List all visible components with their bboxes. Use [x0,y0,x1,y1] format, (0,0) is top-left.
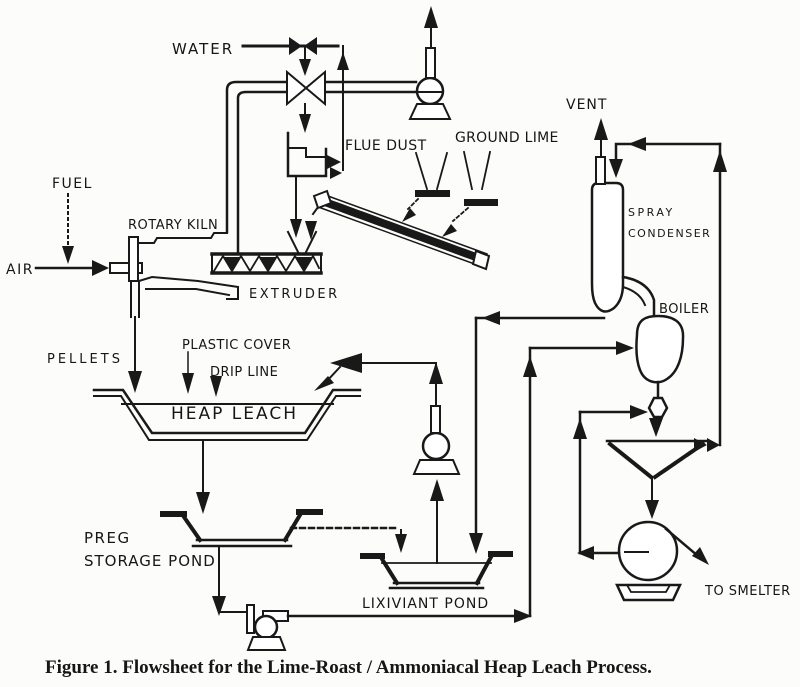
down-right-arrow-icon [692,547,709,565]
smelter-line: TO SMELTER [664,527,791,599]
up-arrow-icon [429,362,443,384]
rotary-kiln-label: ROTARY KILN [128,218,218,233]
up-arrow-icon [430,479,444,501]
right-arrow-icon [327,155,341,169]
plastic-cover-label: PLASTIC COVER [182,338,291,353]
down-left-arrow-icon [442,224,457,237]
water-valve-icon [289,37,317,55]
lixiviant-pond-label: LIXIVIANT POND [362,596,489,612]
hopper-icon [462,150,474,191]
flue-dust-label: FLUE DUST [345,138,427,154]
down-arrow-icon [299,59,311,76]
up-arrow-icon [523,356,537,377]
down-arrow-icon [649,418,663,437]
right-arrow-icon [92,260,109,276]
left-arrow-icon [482,311,500,325]
ground-lime-feed: GROUND LIME [442,130,559,237]
preg-pump-icon [212,545,289,651]
boiler-label: BOILER [659,302,709,317]
water-feed-system: WATER [172,37,349,171]
kiln-end-plate [128,236,139,282]
recycle-line [573,405,648,560]
drip-line-label: DRIP LINE [210,365,278,380]
valve-icon [647,396,669,419]
ground-lime-label: GROUND LIME [455,130,559,146]
up-arrow-icon [424,6,438,28]
spray-condenser-label-line2: CONDENSER [628,227,711,240]
burner-pipe [109,262,143,274]
hopper-icon [414,151,429,191]
figure-caption: Figure 1. Flowsheet for the Lime-Roast /… [45,657,652,678]
stack-blower-icon [408,6,452,120]
conveyor-chain-icon [319,196,490,266]
product-separator [615,520,682,602]
down-arrow-icon [182,373,194,394]
down-arrow-icon [62,246,74,264]
heap-leach-pond: PLASTIC COVER DRIP LINE HEAP LEACH [92,338,362,441]
preg-storage-pond: PREG STORAGE POND [84,509,323,570]
down-arrow-icon [609,159,623,178]
spray-condenser-label-line1: SPRAY [628,206,675,219]
venturi-scrubber-icon [286,69,326,107]
spray-condenser: SPRAY CONDENSER VENT [566,97,711,313]
up-arrow-icon [594,118,608,140]
lixiviant-pond: LIXIVIANT POND [360,551,513,612]
fuel-label: FUEL [52,176,93,192]
water-label: WATER [172,40,234,58]
down-arrow-icon [196,492,210,514]
up-arrow-icon [337,52,349,70]
vent-label: VENT [566,97,607,113]
rotary-kiln: ROTARY KILN [109,218,240,318]
thickener-funnel [605,438,720,519]
down-arrow-icon [469,533,483,554]
right-arrow-icon [630,405,648,419]
left-arrow-icon [577,546,594,560]
air-label: AIR [6,262,34,278]
feed-conveyor [312,189,491,271]
kiln-offgas-duct [225,80,418,255]
to-smelter-label: TO SMELTER [704,584,791,599]
down-arrow-icon [290,219,302,238]
pellets-line: PELLETS [47,316,142,393]
vapor-return-line [609,137,727,447]
down-arrow-icon [128,371,142,393]
up-arrow-icon [573,418,587,439]
air-feed: AIR [6,260,109,278]
scrubber-sump-tank [286,103,342,238]
boiler-vessel: BOILER [621,275,709,437]
up-arrow-icon [713,150,727,172]
lixiviant-pump-icon [412,405,461,564]
preg-to-boiler-line [286,341,634,623]
down-arrow-icon [299,114,311,133]
preg-label-line2: STORAGE POND [84,552,216,570]
down-arrow-icon [212,596,226,616]
right-arrow-icon [330,167,342,179]
down-arrow-icon [395,534,407,553]
left-arrow-icon [330,353,362,373]
heap-drain-line [196,439,210,514]
down-arrow-icon [645,500,659,519]
pellets-label: PELLETS [47,352,123,367]
condensate-line [469,311,606,554]
overflow-line [289,526,407,553]
vent-stack-icon [595,156,606,185]
preg-label-line1: PREG [84,529,131,547]
right-arrow-icon [694,438,707,452]
flue-dust-feed: FLUE DUST [345,138,450,222]
right-arrow-icon [707,438,720,452]
down-left-arrow-icon [402,208,416,222]
left-arrow-icon [628,137,646,151]
extruder-label: EXTRUDER [249,287,340,302]
heap-spray-line [314,353,443,407]
down-left-arrow-icon [314,376,334,391]
heap-leach-label: HEAP LEACH [171,404,298,424]
down-arrow-icon [305,221,317,240]
fuel-feed: FUEL [52,176,93,264]
down-arrow-icon [210,376,222,397]
right-arrow-icon [514,609,532,623]
right-arrow-icon [616,341,634,355]
extruder: EXTRUDER [210,201,340,302]
